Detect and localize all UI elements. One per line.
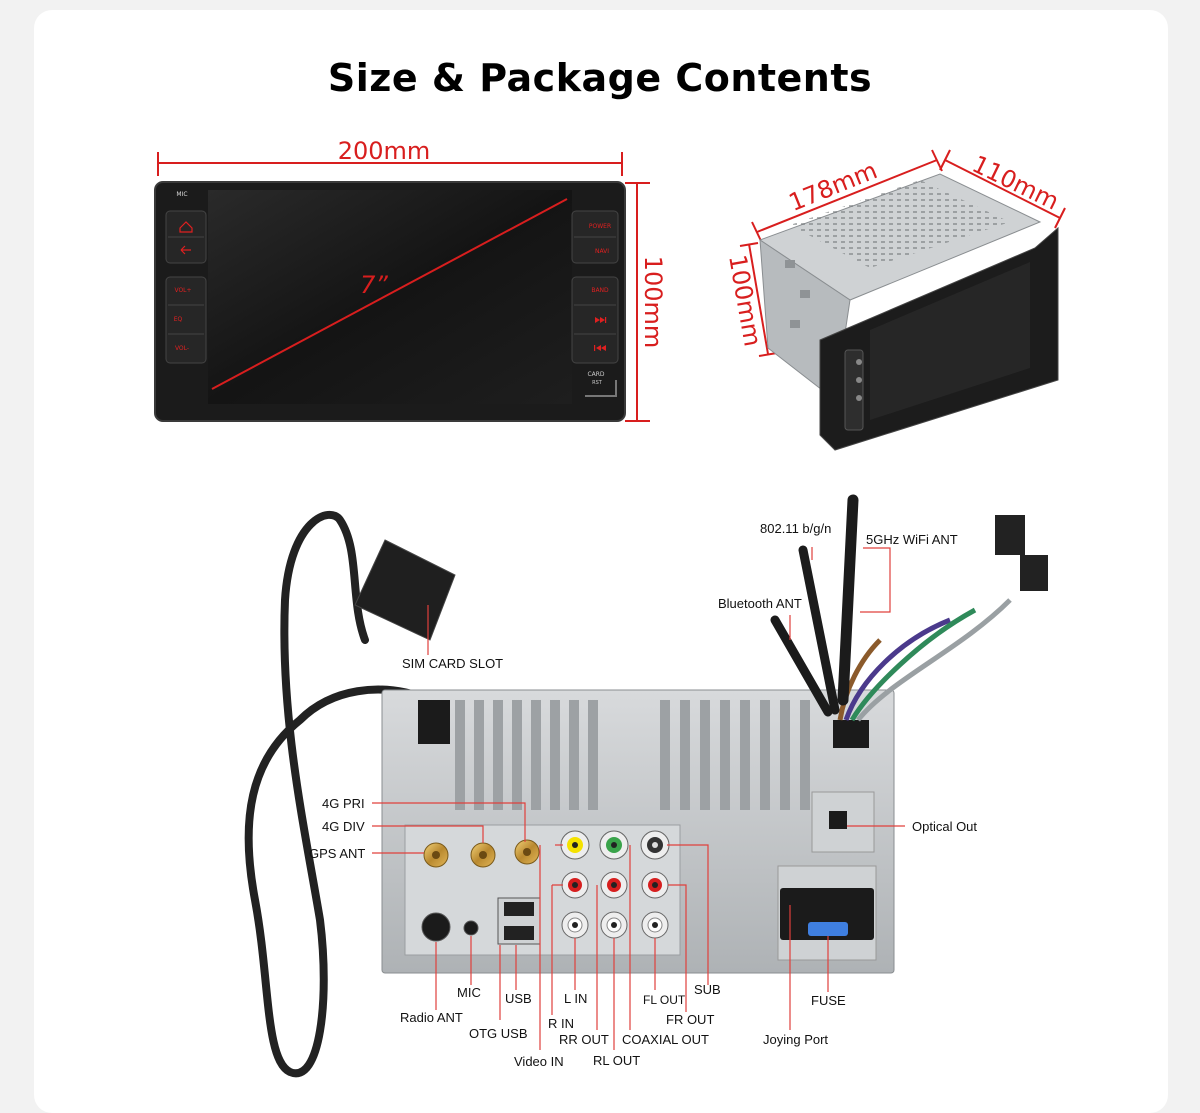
video-in-label: Video IN [514,1054,564,1069]
width-label: 200mm [338,137,431,165]
screen [208,190,572,404]
card-label: CARD [587,371,604,378]
radio-ant-label: Radio ANT [400,1010,463,1025]
gps-antenna-connector [423,842,449,868]
otg-usb-label: OTG USB [469,1026,528,1041]
wifi-24-antenna [798,545,840,715]
usb-label: USB [505,991,532,1006]
diagonal-label: 7” [360,271,388,299]
fuse-label: FUSE [811,993,846,1008]
wifi-5ghz-label: 5GHz WiFi ANT [866,532,958,547]
rr-out-label: RR OUT [559,1032,609,1047]
vol-down-button[interactable]: VOL- [175,345,189,352]
fl-out-label: FL OUT [643,993,686,1007]
sim-card-slot-label: SIM CARD SLOT [402,656,503,671]
next-icon[interactable] [595,317,607,323]
side-width-dimension-line [944,159,1061,219]
power-button[interactable]: POWER [589,223,611,230]
r-in-label: R IN [548,1016,574,1031]
leader-lines [372,547,905,1050]
mic-label: MIC [457,985,481,1000]
bluetooth-label: Bluetooth ANT [718,596,802,611]
l-in-label: L IN [564,991,587,1006]
side-height-label: 100mm [723,253,767,349]
sub-label: SUB [694,982,721,997]
sim-card-slot-module [354,539,456,641]
wifi-5ghz-antenna [837,494,859,706]
wifi-24-label: 802.11 b/g/n [760,521,831,536]
back-icon[interactable] [180,245,191,255]
mic-label: MIC [176,191,187,198]
front-view: 200mm 100mm 7” MIC VOL+ EQ VOL- POWER NA… [154,137,667,422]
depth-dimension-line [756,159,938,233]
navi-button[interactable]: NAVI [595,248,609,255]
fr-out-label: FR OUT [666,1012,714,1027]
page-title: Size & Package Contents [327,56,873,100]
side-view: 178mm 110mm 100mm [723,149,1066,451]
eq-button[interactable]: EQ [174,316,183,323]
joying-port-label: Joying Port [763,1032,828,1047]
vol-up-button[interactable]: VOL+ [174,287,191,294]
diagonal-line [211,198,568,390]
sim-port [418,700,450,744]
height-label: 100mm [639,256,667,349]
4g-div-connector [470,842,496,868]
sim-cable [244,510,434,1078]
bluetooth-antenna [770,615,833,717]
band-button[interactable]: BAND [591,287,609,294]
home-icon[interactable] [179,221,193,233]
side-height-dimension-line [748,243,769,355]
rl-out-label: RL OUT [593,1053,640,1068]
rst-label: RST [592,380,603,386]
rear-panel [244,494,1048,1078]
4g-pri-label: 4G PRI [322,796,365,811]
prev-icon[interactable] [594,345,606,351]
optical-out-label: Optical Out [912,819,977,834]
coaxial-out-label: COAXIAL OUT [622,1032,709,1047]
4g-div-label: 4G DIV [322,819,365,834]
power-harness-port [833,720,869,748]
gps-ant-label: GPS ANT [309,846,365,861]
4g-pri-connector [514,839,540,865]
